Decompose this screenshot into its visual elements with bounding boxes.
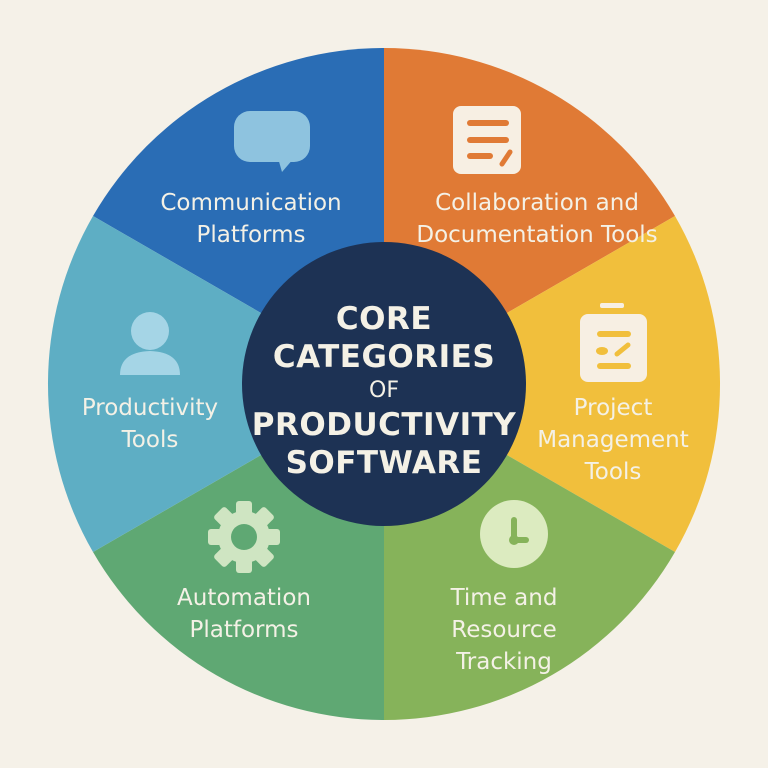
title-line-5: SOFTWARE xyxy=(285,445,483,481)
label-communication: Communication Platforms xyxy=(160,190,342,248)
segment-productivity[interactable] xyxy=(47,216,384,552)
center-title: CORE CATEGORIES OF PRODUCTIVITY SOFTWARE xyxy=(252,300,516,482)
gear-icon xyxy=(208,501,280,573)
label-automation: Automation Platforms xyxy=(177,585,311,643)
label-project-management: Project Management Tools xyxy=(537,395,689,485)
clock-icon xyxy=(480,500,548,568)
clipboard-icon xyxy=(580,303,647,382)
label-time-tracking: Time and Resource Tracking xyxy=(450,585,558,675)
title-line-3: OF xyxy=(369,378,399,403)
segment-project-management[interactable] xyxy=(384,216,721,552)
center-circle xyxy=(242,242,526,526)
title-line-4: PRODUCTIVITY xyxy=(251,407,517,443)
user-icon xyxy=(120,312,180,375)
document-edit-icon xyxy=(453,106,521,174)
label-productivity: Productivity Tools xyxy=(81,395,219,453)
speech-bubble-icon xyxy=(234,111,310,172)
label-collaboration: Collaboration and Documentation Tools xyxy=(416,190,658,248)
title-line-2: CATEGORIES xyxy=(272,339,496,375)
title-line-1: CORE xyxy=(335,301,433,337)
